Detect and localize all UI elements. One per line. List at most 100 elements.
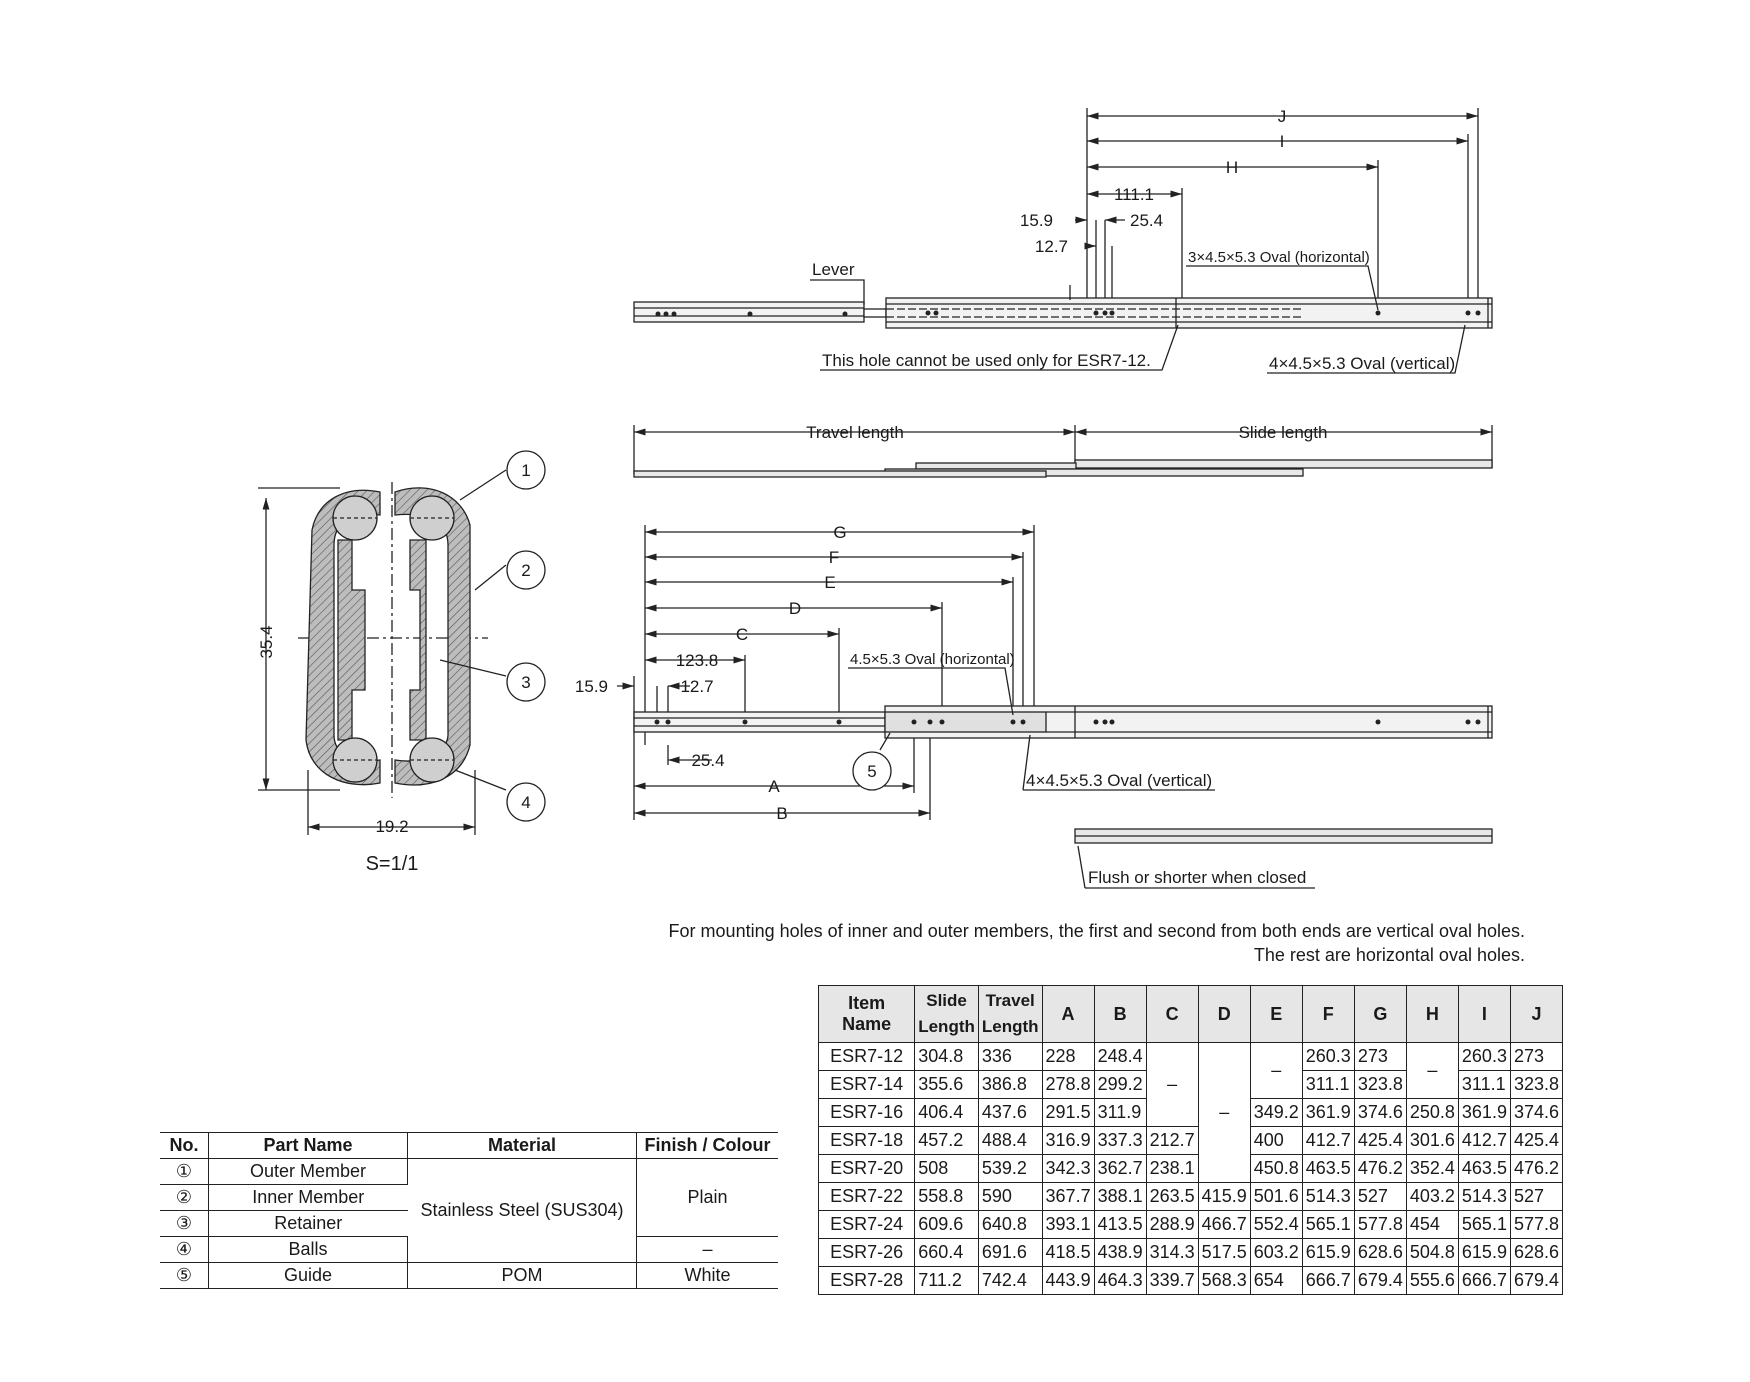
table-row: ESR7-22 558.8 590 367.7 388.1 263.5 415.… bbox=[817, 1182, 1564, 1211]
cell-g: 476.2 bbox=[1353, 1154, 1407, 1183]
cell-c: 339.7 bbox=[1145, 1266, 1199, 1295]
cell-item: ESR7-16 bbox=[817, 1098, 916, 1127]
header-part-name: Part Name bbox=[208, 1132, 408, 1159]
header-f: F bbox=[1301, 985, 1355, 1043]
cell-j: 323.8 bbox=[1509, 1070, 1564, 1099]
cell-f: 311.1 bbox=[1301, 1070, 1355, 1099]
cell-travel: 386.8 bbox=[977, 1070, 1043, 1099]
cell-a: 291.5 bbox=[1041, 1098, 1095, 1127]
cell-slide: 660.4 bbox=[914, 1238, 979, 1267]
header-item-name: Item Name bbox=[817, 985, 916, 1043]
cell-g: 628.6 bbox=[1353, 1238, 1407, 1267]
cell-e-dash: – bbox=[1249, 1042, 1303, 1099]
oval-h-top-label: 3×4.5×5.3 Oval (horizontal) bbox=[1188, 249, 1370, 266]
cell-b: 248.4 bbox=[1093, 1042, 1147, 1071]
oval-h-bot-label: 4.5×5.3 Oval (horizontal) bbox=[850, 651, 1015, 668]
dim-label-15-9-bot: 15.9 bbox=[575, 677, 608, 696]
dim-label-19-2: 19.2 bbox=[375, 817, 408, 836]
cell-travel: 742.4 bbox=[977, 1266, 1043, 1295]
flush-label: Flush or shorter when closed bbox=[1088, 868, 1306, 887]
cell-travel: 590 bbox=[977, 1182, 1043, 1211]
cell-g: 323.8 bbox=[1353, 1070, 1407, 1099]
header-material: Material bbox=[407, 1132, 637, 1159]
cell-f: 615.9 bbox=[1301, 1238, 1355, 1267]
cell-j: 273 bbox=[1509, 1042, 1564, 1071]
part-finish: Plain bbox=[636, 1158, 778, 1237]
header-h: H bbox=[1405, 985, 1459, 1043]
cell-h: 454 bbox=[1405, 1210, 1459, 1239]
callout-3: 3 bbox=[521, 673, 530, 692]
cell-g: 374.6 bbox=[1353, 1098, 1407, 1127]
cell-d-dash: – bbox=[1197, 1042, 1251, 1183]
part-finish: – bbox=[636, 1236, 778, 1263]
cell-g: 577.8 bbox=[1353, 1210, 1407, 1239]
cell-e: 400 bbox=[1249, 1126, 1303, 1155]
cell-j: 476.2 bbox=[1509, 1154, 1564, 1183]
header-e: E bbox=[1249, 985, 1303, 1043]
cell-f: 514.3 bbox=[1301, 1182, 1355, 1211]
cell-slide: 355.6 bbox=[914, 1070, 979, 1099]
cell-i: 615.9 bbox=[1457, 1238, 1511, 1267]
cell-g: 527 bbox=[1353, 1182, 1407, 1211]
cell-b: 362.7 bbox=[1093, 1154, 1147, 1183]
part-name: Retainer bbox=[208, 1210, 408, 1237]
oval-v-bot-label: 4×4.5×5.3 Oval (vertical) bbox=[1026, 771, 1212, 790]
cell-b: 413.5 bbox=[1093, 1210, 1147, 1239]
dim-label-g: G bbox=[833, 523, 846, 542]
cell-i: 463.5 bbox=[1457, 1154, 1511, 1183]
cell-i: 666.7 bbox=[1457, 1266, 1511, 1295]
cell-e: 450.8 bbox=[1249, 1154, 1303, 1183]
cell-c: 212.7 bbox=[1145, 1126, 1199, 1155]
cell-c-dash: – bbox=[1145, 1042, 1199, 1127]
header-slide-line2: Length bbox=[918, 1017, 975, 1036]
cell-b: 438.9 bbox=[1093, 1238, 1147, 1267]
cell-item: ESR7-18 bbox=[817, 1126, 916, 1155]
header-i: I bbox=[1457, 985, 1511, 1043]
callout-1: 1 bbox=[521, 461, 530, 480]
lever-label: Lever bbox=[812, 260, 855, 279]
header-travel-line1: Travel bbox=[985, 991, 1035, 1010]
callout-2: 2 bbox=[521, 561, 530, 580]
cell-travel: 640.8 bbox=[977, 1210, 1043, 1239]
part-name: Outer Member bbox=[208, 1158, 408, 1185]
cell-item: ESR7-24 bbox=[817, 1210, 916, 1239]
cell-slide: 406.4 bbox=[914, 1098, 979, 1127]
cell-i: 361.9 bbox=[1457, 1098, 1511, 1127]
table-row: ESR7-20 508 539.2 342.3 362.7 238.1 450.… bbox=[817, 1154, 1564, 1183]
dim-label-25-4-bot: 25.4 bbox=[691, 751, 724, 770]
part-material: Stainless Steel (SUS304) bbox=[407, 1158, 637, 1263]
header-finish: Finish / Colour bbox=[636, 1132, 778, 1159]
cell-g: 273 bbox=[1353, 1042, 1407, 1071]
cell-slide: 457.2 bbox=[914, 1126, 979, 1155]
dim-label-12-7-top: 12.7 bbox=[1035, 237, 1068, 256]
dim-label-a: A bbox=[768, 777, 780, 796]
table-row: ① Outer Member Stainless Steel (SUS304) … bbox=[160, 1158, 778, 1263]
part-no: ③ bbox=[160, 1210, 209, 1237]
cell-f: 565.1 bbox=[1301, 1210, 1355, 1239]
dim-label-i: I bbox=[1280, 132, 1285, 151]
hole-note-label: This hole cannot be used only for ESR7-1… bbox=[822, 351, 1151, 370]
cell-f: 463.5 bbox=[1301, 1154, 1355, 1183]
dim-label-f: F bbox=[829, 548, 839, 567]
header-g: G bbox=[1353, 985, 1407, 1043]
cell-h: 250.8 bbox=[1405, 1098, 1459, 1127]
dim-label-e: E bbox=[824, 573, 835, 592]
cell-e: 603.2 bbox=[1249, 1238, 1303, 1267]
cell-item: ESR7-28 bbox=[817, 1266, 916, 1295]
cell-j: 628.6 bbox=[1509, 1238, 1564, 1267]
table-row: ④ Balls – bbox=[160, 1236, 778, 1263]
dim-label-h: H bbox=[1226, 158, 1238, 177]
cell-i: 260.3 bbox=[1457, 1042, 1511, 1071]
cell-c: 288.9 bbox=[1145, 1210, 1199, 1239]
cell-i: 565.1 bbox=[1457, 1210, 1511, 1239]
callout-5: 5 bbox=[867, 762, 876, 781]
part-finish: White bbox=[636, 1262, 778, 1289]
cell-e: 654 bbox=[1249, 1266, 1303, 1295]
table-row: ③ Retainer bbox=[160, 1210, 778, 1237]
cell-item: ESR7-20 bbox=[817, 1154, 916, 1183]
dim-label-c: C bbox=[736, 625, 748, 644]
part-name: Inner Member bbox=[208, 1184, 408, 1211]
cell-h: 352.4 bbox=[1405, 1154, 1459, 1183]
cell-item: ESR7-12 bbox=[817, 1042, 916, 1071]
